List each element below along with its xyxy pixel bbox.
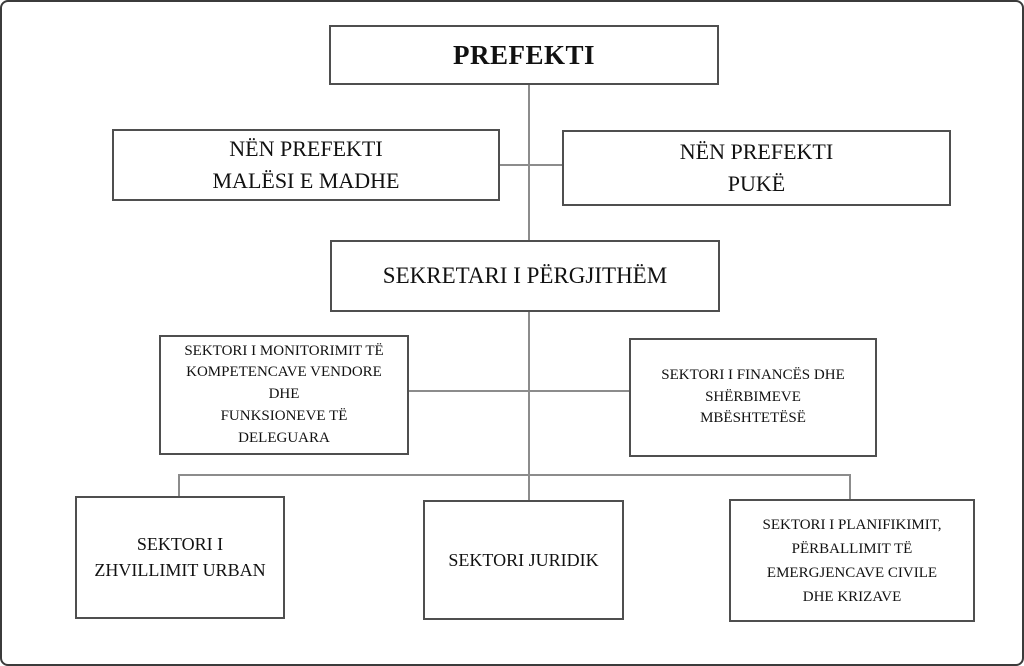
node-sektori-monitorimit: SEKTORI I MONITORIMIT TË KOMPETENCAVE VE… [159, 335, 409, 455]
connector-drop-planifikimit [849, 474, 851, 499]
node-sektori-zhvillimit-urban: SEKTORI I ZHVILLIMIT URBAN [75, 496, 285, 619]
connector-sekretari-to-juridik [528, 312, 530, 500]
node-nen-prefekti-puke: NËN PREFEKTI PUKË [562, 130, 951, 206]
node-prefekti: PREFEKTI [329, 25, 719, 85]
node-nen-prefekti-malesi-e-madhe: NËN PREFEKTI MALËSI E MADHE [112, 129, 500, 201]
connector-nen-prefekti-cross [500, 164, 562, 166]
node-sektori-juridik: SEKTORI JURIDIK [423, 500, 624, 620]
node-sektori-planifikimit: SEKTORI I PLANIFIKIMIT, PËRBALLIMIT TË E… [729, 499, 975, 622]
connector-sektori-row1-cross [409, 390, 629, 392]
node-sektori-finances: SEKTORI I FINANCËS DHE SHËRBIMEVE MBËSHT… [629, 338, 877, 457]
node-sekretari-i-pergjithem: SEKRETARI I PËRGJITHËM [330, 240, 720, 312]
connector-drop-zhvillimit [178, 474, 180, 496]
connector-sektori-row2-cross [178, 474, 851, 476]
connector-prefekti-to-sekretari [528, 85, 530, 240]
